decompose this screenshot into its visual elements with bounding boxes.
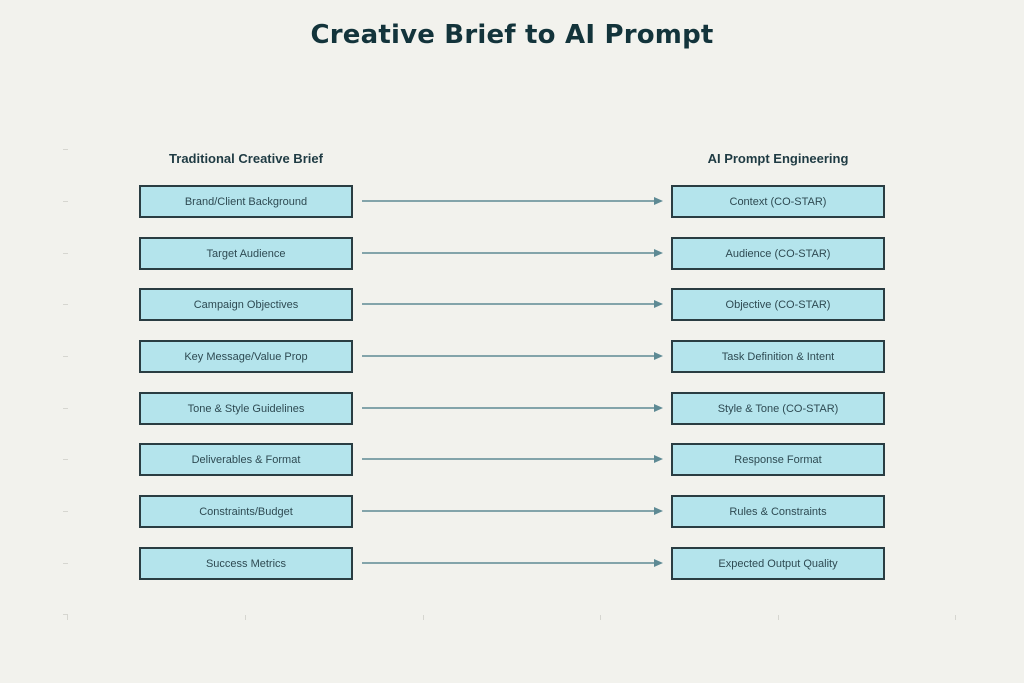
axis-tick xyxy=(63,356,68,357)
right-column-header: AI Prompt Engineering xyxy=(707,151,849,166)
axis-tick xyxy=(955,615,956,620)
prompt-node: Style & Tone (CO-STAR) xyxy=(671,392,885,425)
axis-tick xyxy=(423,615,424,620)
prompt-node: Context (CO-STAR) xyxy=(671,185,885,218)
brief-node: Target Audience xyxy=(139,237,353,270)
brief-node: Tone & Style Guidelines xyxy=(139,392,353,425)
axis-tick xyxy=(63,408,68,409)
axis-tick xyxy=(63,253,68,254)
axis-tick xyxy=(63,304,68,305)
brief-node: Constraints/Budget xyxy=(139,495,353,528)
axis-tick xyxy=(63,149,68,150)
brief-node: Success Metrics xyxy=(139,547,353,580)
axis-tick xyxy=(63,511,68,512)
arrow-right-icon xyxy=(362,507,663,515)
prompt-node: Response Format xyxy=(671,443,885,476)
arrow-right-icon xyxy=(362,352,663,360)
axis-tick xyxy=(63,201,68,202)
axis-tick xyxy=(778,615,779,620)
left-column-header: Traditional Creative Brief xyxy=(169,151,323,166)
arrow-right-icon xyxy=(362,559,663,567)
axis-tick xyxy=(63,459,68,460)
brief-node: Brand/Client Background xyxy=(139,185,353,218)
prompt-node: Task Definition & Intent xyxy=(671,340,885,373)
prompt-node: Objective (CO-STAR) xyxy=(671,288,885,321)
arrow-right-icon xyxy=(362,404,663,412)
brief-node: Deliverables & Format xyxy=(139,443,353,476)
arrow-right-icon xyxy=(362,249,663,257)
prompt-node: Rules & Constraints xyxy=(671,495,885,528)
axis-tick xyxy=(63,563,68,564)
axis-tick xyxy=(67,615,68,620)
axis-tick xyxy=(600,615,601,620)
axis-tick xyxy=(245,615,246,620)
arrow-right-icon xyxy=(362,300,663,308)
brief-node: Campaign Objectives xyxy=(139,288,353,321)
diagram-title: Creative Brief to AI Prompt xyxy=(310,20,714,50)
arrow-right-icon xyxy=(362,455,663,463)
prompt-node: Audience (CO-STAR) xyxy=(671,237,885,270)
arrow-right-icon xyxy=(362,197,663,205)
axis-tick xyxy=(63,614,68,615)
prompt-node: Expected Output Quality xyxy=(671,547,885,580)
brief-node: Key Message/Value Prop xyxy=(139,340,353,373)
